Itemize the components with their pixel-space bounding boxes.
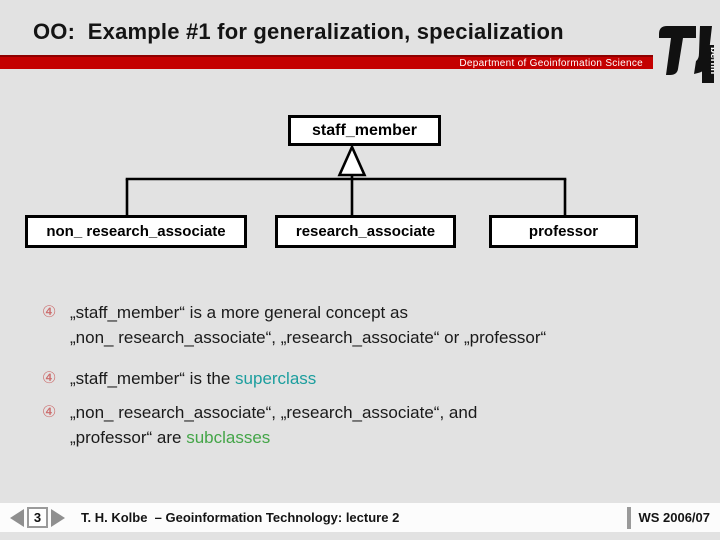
page-number-box[interactable]: 3 [27,507,48,528]
bullet-3-line-2: „professor“ are [70,428,187,447]
department-banner-bar: Department of Geoinformation Science [0,55,653,69]
class-box-subclass-1: non_ research_associate [25,215,247,248]
bullet-item-3: ④ „non_ research_associate“, „research_a… [42,400,692,450]
department-banner-label: Department of Geoinformation Science [459,57,643,69]
footer: 3 T. H. Kolbe – Geoinformation Technolog… [0,503,720,532]
superclass-highlight: superclass [235,369,317,388]
bullet-marker-icon: ④ [42,370,57,387]
bullet-text: „non_ research_associate“, „research_ass… [70,400,477,450]
next-slide-icon[interactable] [51,508,65,527]
bullet-item-1: ④ „staff_member“ is a more general conce… [42,300,692,350]
tu-berlin-logo: berlin [656,21,719,88]
previous-slide-icon[interactable] [10,508,24,527]
bullet-marker-icon: ④ [42,304,57,321]
bullet-2-text: „staff_member“ is the [70,369,236,388]
bullet-marker-icon: ④ [42,404,57,421]
page-title: OO: Example #1 for generalization, speci… [33,19,564,44]
bullet-1-line-2: „non_ research_associate“, „research_ass… [70,328,547,347]
bullet-item-2: ④ „staff_member“ is the superclass [42,366,692,391]
page-number: 3 [33,510,42,525]
bullet-text: „staff_member“ is a more general concept… [70,300,546,350]
slide-navigation: 3 [10,507,65,528]
bullet-text: „staff_member“ is the superclass [70,366,316,391]
class-box-superclass: staff_member [288,115,441,146]
bullet-3-line-1: „non_ research_associate“, „research_ass… [70,403,478,422]
footer-separator [627,506,632,529]
class-box-subclass-3: professor [489,215,638,248]
class-box-subclass-2: research_associate [275,215,456,248]
footer-credit: T. H. Kolbe – Geoinformation Technology:… [81,510,400,525]
logo-city-label: berlin [708,47,714,74]
tu-berlin-logo-icon: berlin [659,26,719,83]
subclass-highlight: subclasses [186,428,271,447]
bullet-1-line-1: „staff_member“ is a more general concept… [70,303,408,322]
generalization-triangle-icon [337,143,367,177]
footer-term: WS 2006/07 [638,510,710,525]
footer-term-group: WS 2006/07 [627,503,710,532]
